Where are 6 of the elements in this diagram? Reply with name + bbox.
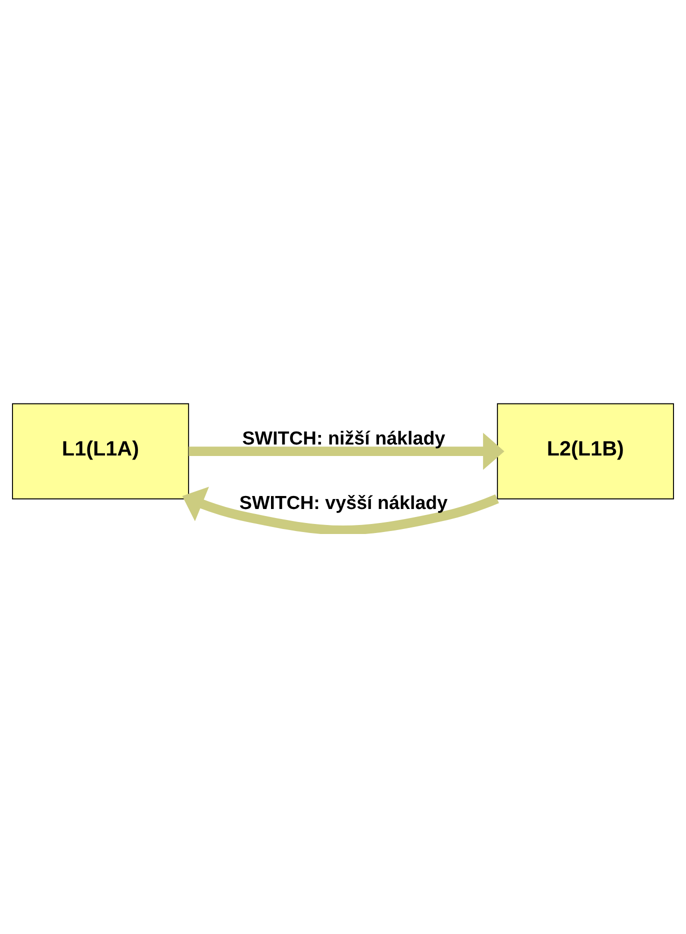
edge-label: SWITCH: nižší náklady (242, 428, 446, 449)
node-box: L2(L1B) (496, 403, 674, 500)
arrow (188, 432, 504, 470)
edge-label: SWITCH: vyšší náklady (239, 492, 448, 513)
arrow (182, 486, 499, 534)
node-box: L1(L1A) (12, 403, 190, 500)
